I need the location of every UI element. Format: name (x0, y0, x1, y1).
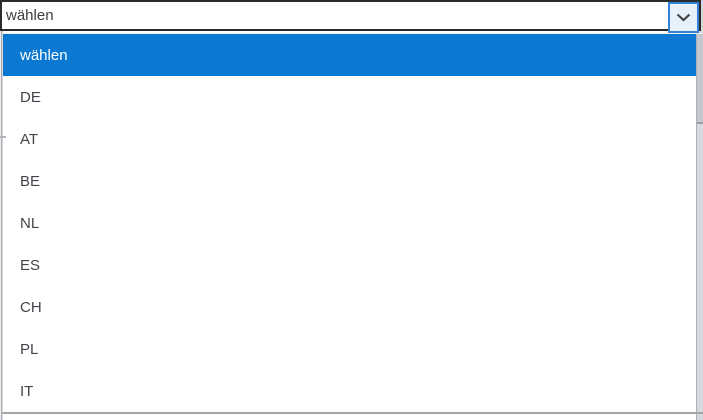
dropdown-option-be[interactable]: BE (3, 160, 697, 202)
dropdown-option-es[interactable]: ES (3, 244, 697, 286)
scrollbar-thumb[interactable] (697, 34, 703, 124)
page-horizontal-rule-stub (0, 136, 6, 138)
dropdown-option-ch[interactable]: CH (3, 286, 697, 328)
select-dropdown-button[interactable] (668, 2, 699, 33)
dropdown-option-at[interactable]: AT (3, 118, 697, 160)
dropdown-option-nl[interactable]: NL (3, 202, 697, 244)
dropdown-scrollbar[interactable] (696, 34, 703, 412)
page-left-border (0, 0, 3, 420)
dropdown-option-it[interactable]: IT (3, 370, 697, 412)
dropdown-option-de[interactable]: DE (3, 76, 697, 118)
country-select-dropdown: wählen DE AT BE NL ES CH PL IT (2, 33, 703, 414)
country-select[interactable]: wählen (0, 0, 701, 33)
country-select-value: wählen (6, 7, 54, 24)
dropdown-option-waehlen[interactable]: wählen (3, 34, 697, 76)
dropdown-option-pl[interactable]: PL (3, 328, 697, 370)
chevron-down-icon (676, 13, 691, 22)
